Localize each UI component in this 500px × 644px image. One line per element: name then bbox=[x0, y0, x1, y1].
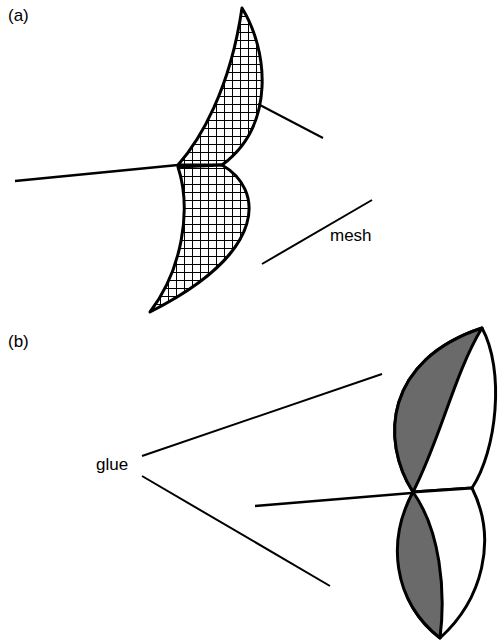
leader-line bbox=[142, 374, 382, 456]
wing-lobe bbox=[395, 328, 496, 492]
part-label: glue bbox=[96, 455, 128, 475]
panel-label: (a) bbox=[8, 6, 29, 26]
leader-line bbox=[262, 200, 372, 264]
mesh-crescent bbox=[178, 8, 262, 165]
mesh-crescent bbox=[150, 165, 249, 312]
stick bbox=[15, 165, 178, 181]
leader-line bbox=[142, 476, 330, 586]
glue-area bbox=[395, 328, 482, 492]
panel-label: (b) bbox=[8, 332, 29, 352]
part-label: mesh bbox=[330, 226, 372, 246]
glue-area bbox=[397, 492, 442, 638]
leader-line bbox=[258, 104, 323, 138]
